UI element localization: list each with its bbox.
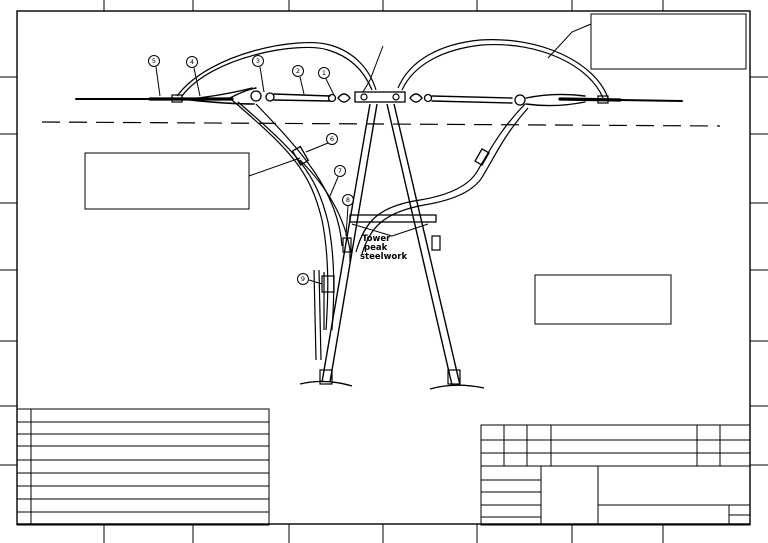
left-ground-mark <box>299 380 353 387</box>
balloon-item-7 <box>329 165 346 197</box>
svg-text:2: 2 <box>296 67 300 75</box>
balloon-item-1 <box>318 67 335 96</box>
upper-jumper-loops <box>176 39 609 99</box>
centre-link-right <box>409 93 423 103</box>
leader-left <box>248 157 301 177</box>
right-jumper-loop <box>397 39 609 99</box>
steelwork-label-line-1: Tower <box>362 234 391 244</box>
right-tension-clamp <box>525 93 586 107</box>
conductor-assembly <box>75 87 683 107</box>
left-dead-end-clamp <box>171 94 183 103</box>
right-conductor <box>619 99 683 102</box>
balloon-item-5 <box>148 55 161 97</box>
sheet-frame <box>16 10 751 525</box>
centre-attachment-plate <box>354 91 406 103</box>
leader-top-centre <box>362 45 384 93</box>
left-jumper-loop <box>176 42 377 97</box>
item-balloons <box>148 55 354 285</box>
right-loop-spacer <box>474 148 490 166</box>
steelwork-label-line-3: steelwork <box>360 252 407 262</box>
svg-text:5: 5 <box>152 57 156 65</box>
callout-box-top-right <box>590 13 747 70</box>
svg-text:3: 3 <box>256 57 260 65</box>
right-ground-mark <box>429 384 485 390</box>
callout-box-left <box>84 152 250 210</box>
leader-top-right <box>547 23 592 59</box>
left-drop-loop-a <box>231 99 329 331</box>
callout-boxes <box>84 13 747 325</box>
left-shackle <box>250 90 262 102</box>
parts-list-table <box>16 408 270 526</box>
right-shackle <box>514 94 526 106</box>
balloon-item-8 <box>342 194 354 237</box>
callout-leaders <box>248 23 592 177</box>
callout-box-right <box>534 274 672 325</box>
item-balloon-numbers: 5 4 3 2 1 6 7 8 9 <box>152 57 350 283</box>
balloon-item-4 <box>186 56 201 97</box>
left-loop-spacer <box>291 145 310 166</box>
svg-text:9: 9 <box>301 275 305 283</box>
right-drop-loop <box>355 103 526 253</box>
svg-text:1: 1 <box>322 69 326 77</box>
svg-text:7: 7 <box>338 167 342 175</box>
right-dead-end-clamp <box>597 95 609 104</box>
svg-text:8: 8 <box>346 196 350 204</box>
balloon-item-6 <box>305 133 338 153</box>
horizontal-brace <box>349 214 437 223</box>
steelwork-label-line-2: peak <box>364 243 388 253</box>
drop-loops <box>231 99 529 361</box>
balloon-item-3 <box>252 55 265 93</box>
title-block <box>480 424 751 526</box>
dashed-reference-line <box>41 121 721 127</box>
right-extension-link <box>431 95 513 99</box>
right-armour-rod <box>558 97 622 102</box>
svg-text:4: 4 <box>190 58 194 66</box>
balloon-item-2 <box>292 65 305 95</box>
left-tension-clamp <box>189 87 255 105</box>
tower-peak-steelwork <box>299 103 485 390</box>
centre-link-left <box>337 93 351 103</box>
tower-peak-steelwork-label: Tower peak steelwork <box>351 223 429 262</box>
left-drop-loop-b <box>299 159 351 262</box>
left-extension-link <box>273 93 331 97</box>
svg-text:6: 6 <box>330 135 334 143</box>
balloon-item-9 <box>297 273 323 285</box>
